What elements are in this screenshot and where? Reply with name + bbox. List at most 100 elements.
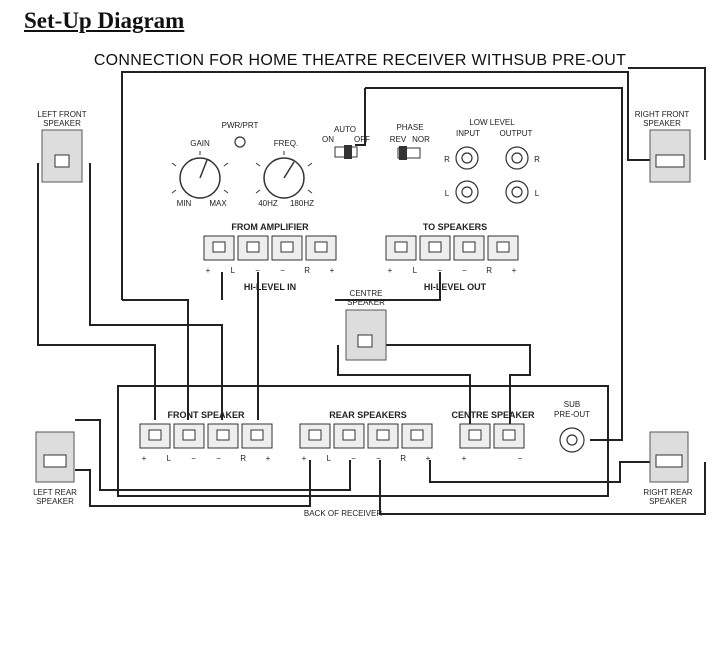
speaker-terminal[interactable]: [305, 235, 337, 261]
left-rear-speaker: LEFT REAR SPEAKER: [33, 431, 77, 506]
terminal-mark: R: [400, 454, 406, 463]
speaker-terminal[interactable]: [487, 235, 519, 261]
left-front-label: LEFT FRONT: [37, 110, 86, 119]
wire-sub-output: [365, 87, 623, 441]
gain-knob[interactable]: [171, 151, 229, 199]
wire-right-rear-b: [379, 460, 706, 515]
diagram-subtitle: CONNECTION FOR HOME THEATRE RECEIVER WIT…: [93, 52, 627, 69]
wire-centre-b: [386, 344, 531, 430]
freq-knob[interactable]: [255, 151, 313, 199]
wire-sub-out-vertical: [355, 88, 366, 146]
terminal-mark: −: [462, 266, 467, 275]
terminal-mark: −: [255, 266, 260, 275]
centre-speaker-terminal-label: CENTRE SPEAKER: [451, 410, 535, 420]
centre-speaker: CENTRE SPEAKER: [345, 289, 387, 361]
right-front-speaker: RIGHT FRONT SPEAKER: [635, 110, 691, 183]
terminal-mark: L: [167, 454, 172, 463]
speaker-terminal[interactable]: [419, 235, 451, 261]
terminal-mark: +: [330, 266, 335, 275]
input-r-label: R: [444, 155, 450, 164]
phase-switch[interactable]: [397, 146, 421, 160]
terminal-mark: −: [280, 266, 285, 275]
right-rear-label-2: SPEAKER: [649, 497, 687, 506]
left-rear-label: LEFT REAR: [33, 488, 77, 497]
speaker-terminal[interactable]: [207, 423, 239, 449]
speaker-terminal[interactable]: [453, 235, 485, 261]
speaker-terminal[interactable]: [367, 423, 399, 449]
gain-max-label: MAX: [209, 199, 227, 208]
speaker-terminal[interactable]: [385, 235, 417, 261]
speaker-terminal[interactable]: [241, 423, 273, 449]
power-led: [234, 136, 246, 148]
wiring: [37, 67, 706, 515]
terminal-mark: L: [231, 266, 236, 275]
terminal-mark: +: [426, 454, 431, 463]
terminal-mark: +: [142, 454, 147, 463]
sub-pre-out-jack[interactable]: [559, 427, 585, 453]
speaker-terminal[interactable]: [459, 423, 491, 449]
output-l-label: L: [535, 189, 540, 198]
left-front-speaker: LEFT FRONT SPEAKER: [37, 110, 87, 183]
hi-level-in-terminals: +L−−R+: [203, 235, 337, 275]
wire-sub-to-receiver-left: [122, 299, 189, 420]
terminal-mark: R: [240, 454, 246, 463]
wire-left-rear-a: [75, 419, 351, 491]
left-rear-label-2: SPEAKER: [36, 497, 74, 506]
wire-sub-panel-outline: [121, 71, 655, 300]
left-front-label-2: SPEAKER: [43, 119, 81, 128]
output-r-label: R: [534, 155, 540, 164]
off-label: OFF: [354, 135, 370, 144]
from-amplifier-label: FROM AMPLIFIER: [231, 222, 309, 232]
speaker-terminal[interactable]: [271, 235, 303, 261]
freq-ticks: [255, 151, 313, 194]
speaker-terminal[interactable]: [203, 235, 235, 261]
terminal-mark: R: [486, 266, 492, 275]
auto-label: AUTO: [334, 125, 356, 134]
gain-ticks: [171, 151, 229, 194]
right-rear-speaker: RIGHT REAR SPEAKER: [643, 431, 693, 506]
terminal-mark: −: [191, 454, 196, 463]
receiver-box: [117, 385, 609, 497]
terminal-mark: −: [351, 454, 356, 463]
input-l-label: L: [445, 189, 450, 198]
gain-min-label: MIN: [177, 199, 192, 208]
right-front-label-2: SPEAKER: [643, 119, 681, 128]
wire-left-front-b: [89, 163, 223, 420]
centre-speaker-label-2: SPEAKER: [347, 298, 385, 307]
rca-output-r[interactable]: [505, 146, 529, 170]
right-front-label: RIGHT FRONT: [635, 110, 690, 119]
phase-label: PHASE: [396, 123, 423, 132]
nor-label: NOR: [412, 135, 430, 144]
terminal-mark: +: [462, 454, 467, 463]
rca-output-l[interactable]: [505, 180, 529, 204]
front-speaker-terminals: +L−−R+: [139, 423, 273, 463]
rca-input-r[interactable]: [455, 146, 479, 170]
wire-right-front: [628, 67, 706, 160]
speaker-terminal[interactable]: [333, 423, 365, 449]
speaker-terminal[interactable]: [401, 423, 433, 449]
freq-min-label: 40HZ: [258, 199, 278, 208]
terminal-mark: +: [266, 454, 271, 463]
terminal-mark: +: [388, 266, 393, 275]
wire-left-front-a: [37, 163, 156, 420]
speaker-terminal[interactable]: [173, 423, 205, 449]
low-level-label: LOW LEVEL: [469, 118, 515, 127]
terminal-mark: L: [327, 454, 332, 463]
terminal-mark: −: [518, 454, 523, 463]
wire-hi-out-a: [335, 272, 441, 301]
auto-switch[interactable]: [334, 145, 358, 159]
speaker-terminal[interactable]: [299, 423, 331, 449]
speaker-terminal[interactable]: [139, 423, 171, 449]
speaker-terminal[interactable]: [237, 235, 269, 261]
terminal-mark: +: [512, 266, 517, 275]
rca-input-l[interactable]: [455, 180, 479, 204]
centre-speaker-terminals: +−: [459, 423, 525, 463]
wire-right-rear-a: [429, 460, 655, 483]
terminal-mark: −: [376, 454, 381, 463]
low-output-label: OUTPUT: [500, 129, 533, 138]
front-speaker-label: FRONT SPEAKER: [167, 410, 245, 420]
freq-label: FREQ.: [274, 139, 298, 148]
receiver-panel: FRONT SPEAKER REAR SPEAKERS CENTRE SPEAK…: [139, 400, 590, 518]
speaker-terminal[interactable]: [493, 423, 525, 449]
